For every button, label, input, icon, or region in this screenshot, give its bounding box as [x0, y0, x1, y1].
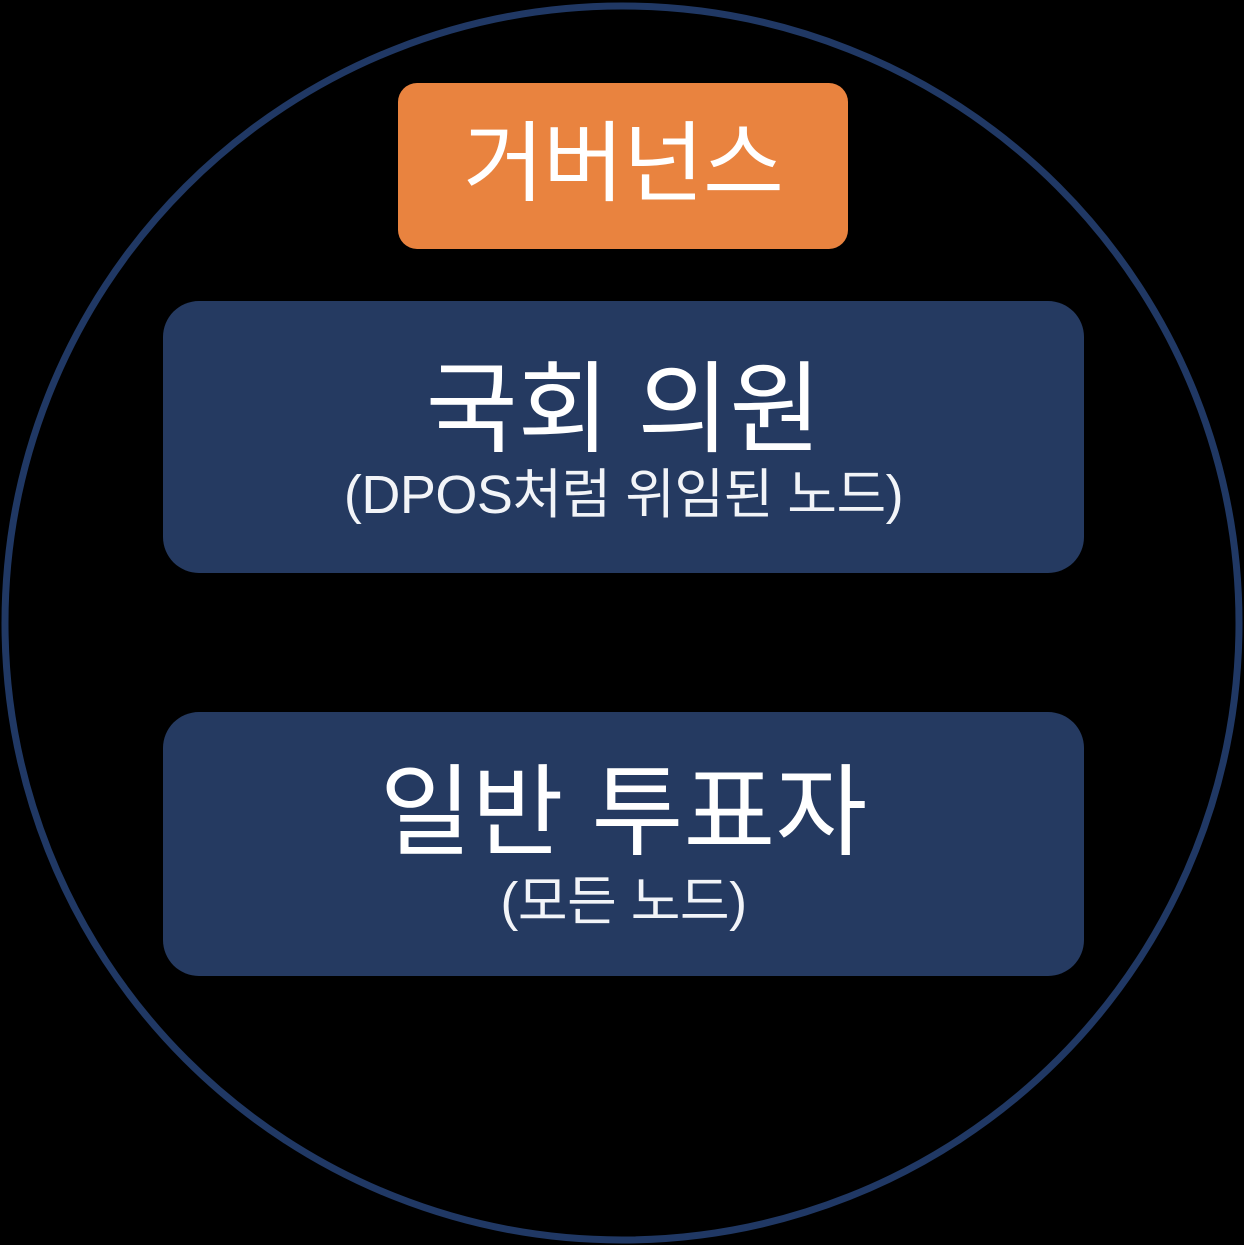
role-card-delegates-title: 국회 의원 [425, 353, 822, 466]
role-card-delegates-subtitle: (DPOS처럼 위임된 노드) [343, 464, 904, 525]
governance-badge: 거버넌스 [398, 83, 848, 249]
role-card-voters-title: 일반 투표자 [379, 756, 868, 869]
role-card-delegates: 국회 의원 (DPOS처럼 위임된 노드) [163, 301, 1084, 573]
governance-badge-label: 거버넌스 [463, 114, 784, 213]
role-card-voters-subtitle: (모든 노드) [500, 871, 747, 932]
role-card-voters: 일반 투표자 (모든 노드) [163, 712, 1084, 976]
